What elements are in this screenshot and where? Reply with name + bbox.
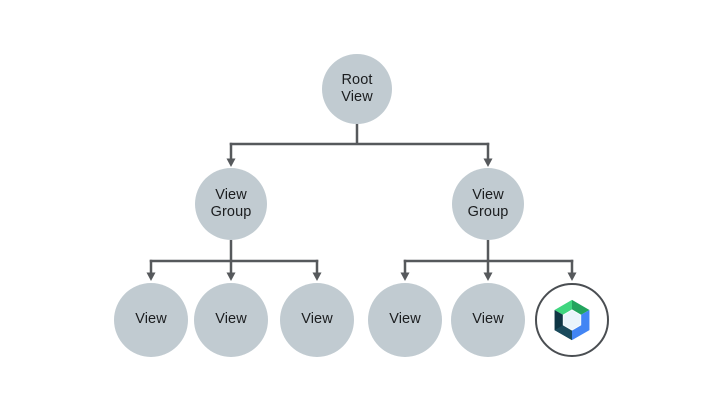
node-view-2: View [194,283,268,357]
node-view-2-label: View [215,311,247,328]
logo-top-face-dark [572,299,590,315]
node-view-group-left-label: View Group [210,186,252,221]
node-view-5: View [451,283,525,357]
arrowhead-group-right [483,158,493,167]
node-view-1-label: View [135,311,167,328]
node-view-group-right: View Group [452,168,524,240]
arrowhead-view-4 [400,272,410,281]
node-view-5-label: View [472,311,504,328]
node-view-3-label: View [301,311,333,328]
logo-right-face [572,309,590,341]
node-view-3: View [280,283,354,357]
node-view-group-right-label: View Group [467,186,509,221]
logo-center-hexagon [562,309,582,331]
logo-top-face-light [554,299,572,315]
arrowhead-group-left [226,158,236,167]
node-view-group-left: View Group [195,168,267,240]
jetpack-compose-logo-icon [554,299,590,341]
node-view-4-label: View [389,311,421,328]
arrowhead-view-2 [226,272,236,281]
arrowhead-view-5 [483,272,493,281]
node-view-4: View [368,283,442,357]
node-root-view: Root View [322,54,392,124]
node-root-view-label: Root View [341,71,373,106]
arrowhead-view-1 [146,272,156,281]
arrowhead-compose [567,272,577,281]
logo-left-face-light [554,325,572,341]
node-compose [535,283,609,357]
arrowhead-view-3 [312,272,322,281]
node-view-1: View [114,283,188,357]
